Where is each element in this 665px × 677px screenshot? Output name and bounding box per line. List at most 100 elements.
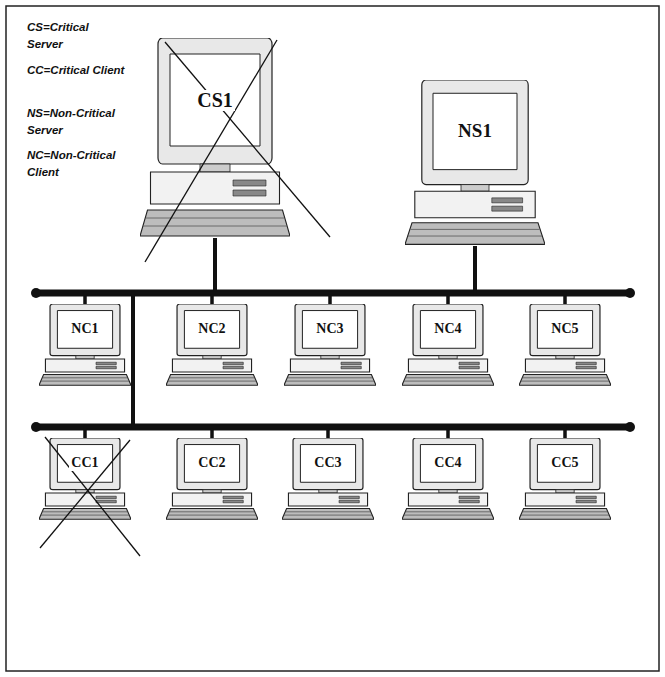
computer-icon bbox=[405, 80, 545, 246]
key-row bbox=[288, 377, 373, 378]
monitor-screen bbox=[537, 311, 592, 349]
monitor-stand bbox=[461, 185, 489, 192]
monitor-screen bbox=[300, 445, 355, 483]
drive-slot bbox=[96, 366, 116, 368]
monitor-screen bbox=[537, 445, 592, 483]
key-row bbox=[170, 377, 255, 378]
monitor-case bbox=[530, 438, 600, 490]
monitor-case bbox=[295, 304, 365, 356]
drive-slot bbox=[576, 500, 596, 502]
drive-slot bbox=[492, 198, 523, 203]
drive-slot bbox=[223, 366, 243, 368]
computer-label: NC1 bbox=[69, 322, 100, 337]
monitor-case bbox=[530, 304, 600, 356]
system-unit bbox=[172, 493, 251, 506]
key-row bbox=[146, 218, 284, 219]
screen-area: NC4 bbox=[420, 311, 475, 349]
computer-node: CC4 bbox=[402, 438, 494, 520]
network-link bbox=[133, 246, 475, 438]
keyboard bbox=[405, 223, 545, 245]
computer-icon bbox=[284, 304, 376, 386]
keyboard bbox=[166, 375, 258, 386]
computer-node: CC1 bbox=[39, 438, 131, 520]
network-link bbox=[133, 246, 565, 438]
network-link bbox=[133, 238, 565, 438]
monitor-screen bbox=[184, 445, 239, 483]
bus-end bbox=[31, 422, 41, 432]
network-link bbox=[330, 246, 475, 304]
computer-node: NS1 bbox=[405, 80, 545, 246]
monitor-screen bbox=[420, 445, 475, 483]
screen-area: CS1 bbox=[170, 54, 260, 146]
network-link bbox=[85, 246, 475, 304]
drive-slot bbox=[459, 366, 479, 368]
failure-cross bbox=[45, 437, 140, 556]
computer-label: NC3 bbox=[314, 322, 345, 337]
bus-end bbox=[625, 422, 635, 432]
network-link bbox=[133, 246, 475, 438]
key-row bbox=[411, 229, 540, 230]
drive-slot bbox=[459, 496, 479, 498]
computer-icon bbox=[519, 304, 611, 386]
key-row bbox=[284, 515, 372, 516]
drive-slot bbox=[223, 500, 243, 502]
keyboard bbox=[39, 375, 131, 386]
computer-icon bbox=[166, 304, 258, 386]
screen-area: NC2 bbox=[184, 311, 239, 349]
screen-area: CC1 bbox=[57, 445, 112, 483]
monitor-screen bbox=[420, 311, 475, 349]
system-unit bbox=[408, 493, 487, 506]
computer-label: NC4 bbox=[432, 322, 463, 337]
computer-node: NC4 bbox=[402, 304, 494, 386]
drive-slot bbox=[339, 500, 359, 502]
drive-slot bbox=[341, 362, 361, 364]
keyboard bbox=[519, 375, 611, 386]
monitor-screen bbox=[57, 311, 112, 349]
monitor-case bbox=[413, 438, 483, 490]
drive-slot bbox=[223, 496, 243, 498]
drive-slot bbox=[459, 500, 479, 502]
bus-end bbox=[31, 288, 41, 298]
network-link bbox=[475, 246, 565, 304]
system-unit bbox=[408, 359, 487, 372]
computer-node: NC5 bbox=[519, 304, 611, 386]
computer-label: CS1 bbox=[195, 90, 235, 111]
drive-slot bbox=[339, 496, 359, 498]
system-unit bbox=[290, 359, 369, 372]
keyboard bbox=[166, 509, 258, 520]
screen-area: CC5 bbox=[537, 445, 592, 483]
system-unit bbox=[151, 172, 280, 204]
screen-area: NC5 bbox=[537, 311, 592, 349]
monitor-screen bbox=[184, 311, 239, 349]
monitor-case bbox=[177, 304, 247, 356]
keyboard bbox=[39, 509, 131, 520]
key-row bbox=[406, 511, 491, 512]
monitor-screen bbox=[57, 445, 112, 483]
network-link bbox=[133, 246, 475, 438]
computer-icon bbox=[519, 438, 611, 520]
monitor-screen bbox=[302, 311, 357, 349]
screen-area: CC4 bbox=[420, 445, 475, 483]
computer-icon bbox=[140, 38, 290, 238]
computer-node: CC3 bbox=[282, 438, 374, 520]
key-row bbox=[170, 511, 255, 512]
computer-label: CC2 bbox=[196, 456, 227, 471]
key-row bbox=[521, 381, 609, 382]
key-row bbox=[286, 381, 374, 382]
screen-area: NC1 bbox=[57, 311, 112, 349]
key-row bbox=[168, 515, 256, 516]
key-row bbox=[521, 515, 609, 516]
monitor-stand bbox=[200, 164, 230, 172]
bus-end bbox=[625, 288, 635, 298]
computer-icon bbox=[402, 304, 494, 386]
network-link bbox=[212, 246, 475, 304]
key-row bbox=[523, 377, 608, 378]
system-unit bbox=[525, 493, 604, 506]
computer-label: NC2 bbox=[196, 322, 227, 337]
drive-slot bbox=[233, 180, 266, 186]
computer-node: CC5 bbox=[519, 438, 611, 520]
screen-area: CC3 bbox=[300, 445, 355, 483]
keyboard bbox=[402, 375, 494, 386]
computer-node: NC2 bbox=[166, 304, 258, 386]
keyboard bbox=[284, 375, 376, 386]
